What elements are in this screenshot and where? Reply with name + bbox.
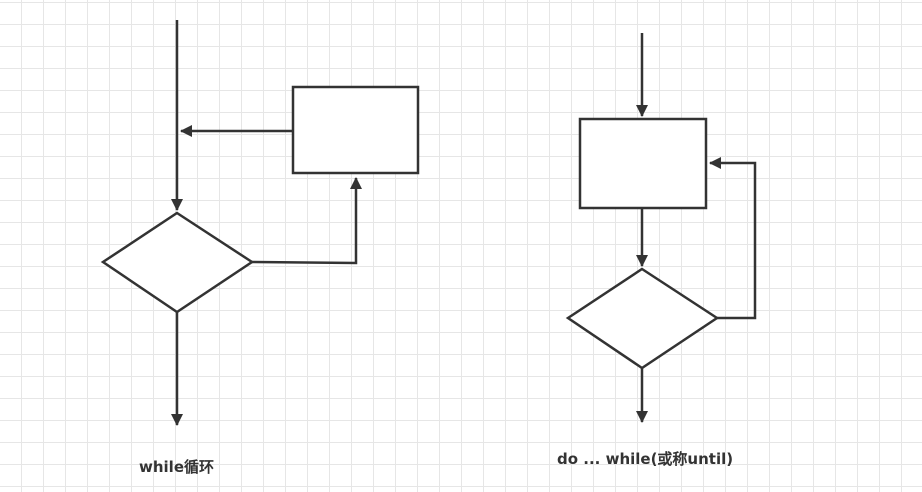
- do-while-loop-back-arrow: [709, 157, 757, 320]
- do-while-loop-diagram: [565, 33, 757, 423]
- do-while-loop-caption: do ... while(或称until): [557, 450, 734, 468]
- while-true-branch-arrow: [251, 177, 362, 265]
- while-loop-caption: while循环: [139, 458, 214, 476]
- while-loop-diagram: [100, 20, 420, 426]
- do-while-condition-diamond: [565, 267, 720, 370]
- while-loop-body-box: [291, 85, 420, 175]
- while-condition-diamond: [100, 211, 255, 314]
- do-while-body-box: [578, 117, 708, 210]
